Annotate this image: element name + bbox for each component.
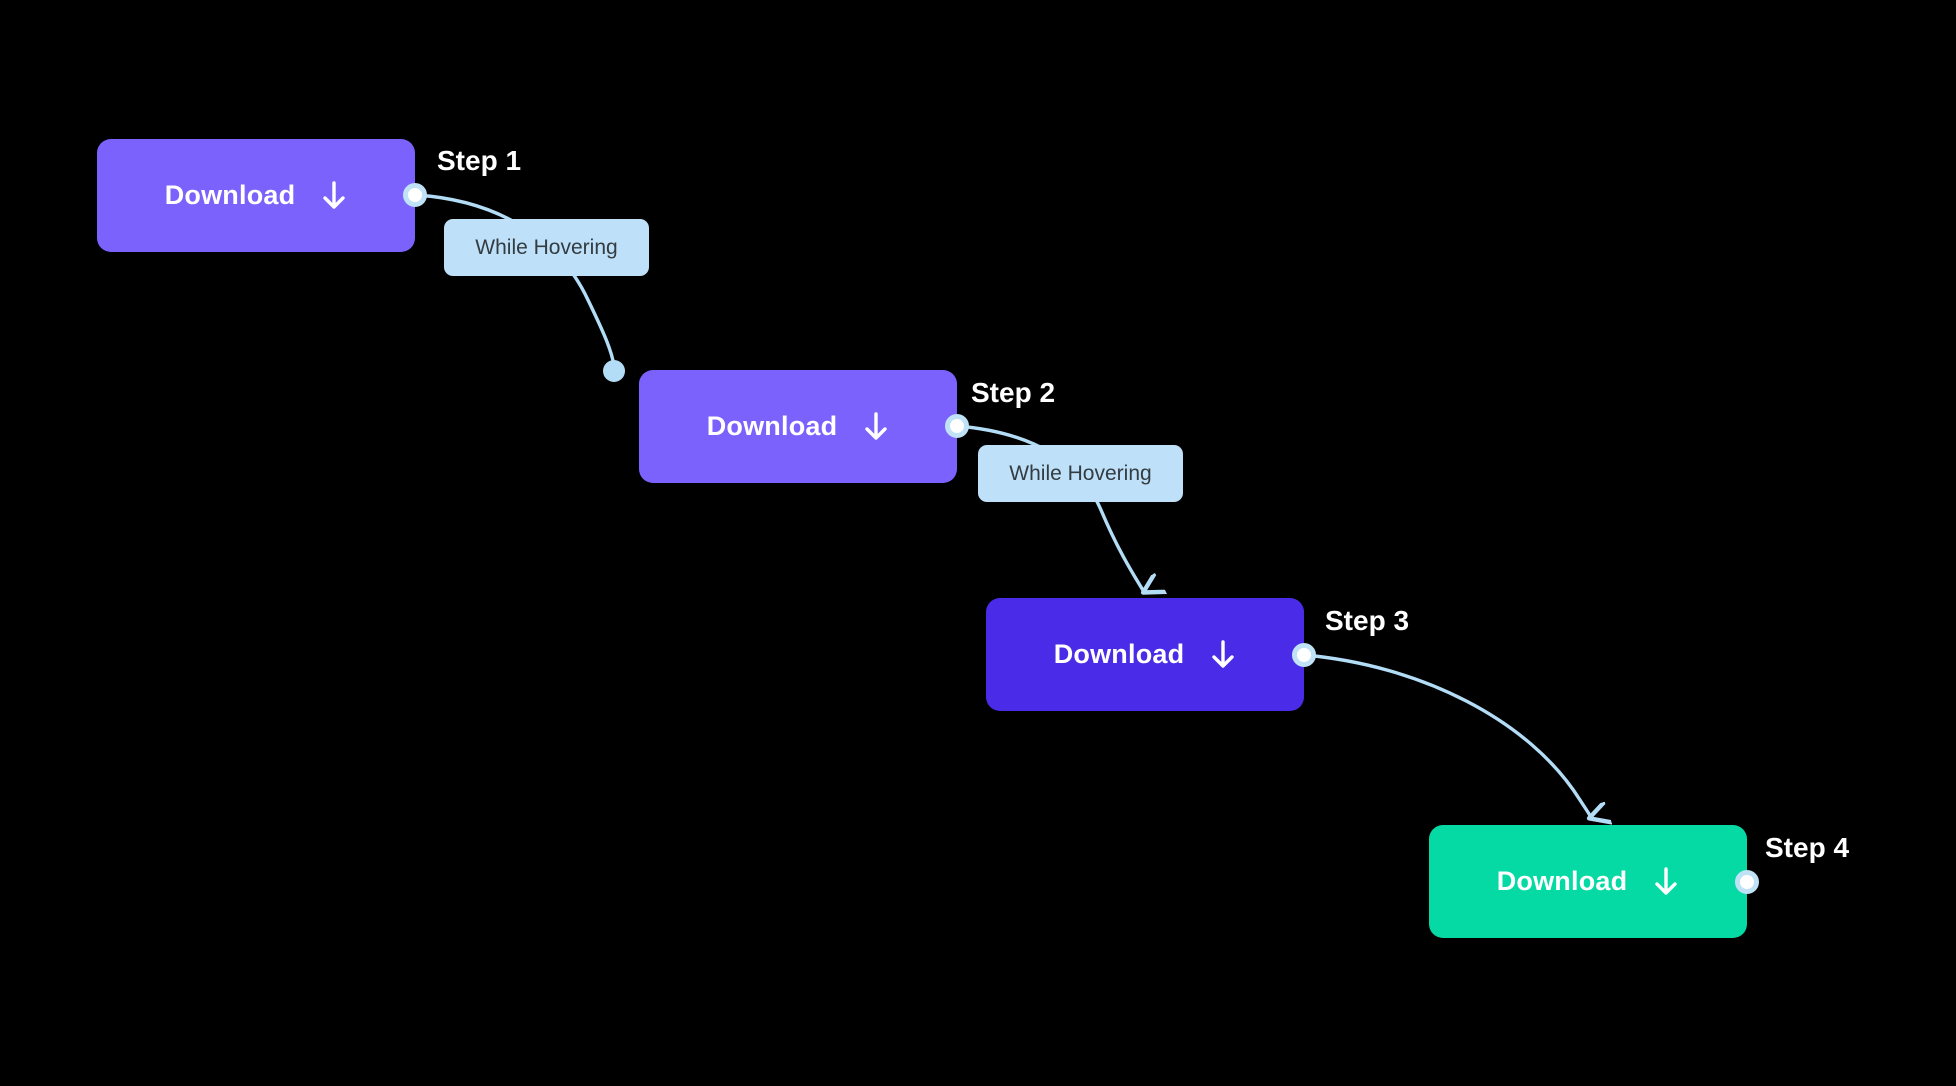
download-arrow-icon: [1653, 866, 1679, 897]
anchor-dot-step-3[interactable]: [1292, 643, 1316, 667]
anchor-dot-step-2[interactable]: [945, 414, 969, 438]
hover-chip-step-1: While Hovering: [444, 219, 649, 276]
download-arrow-icon: [1210, 639, 1236, 670]
connector-step3-to-step4: [1302, 653, 1590, 818]
download-button-label: Download: [1053, 639, 1185, 669]
download-button-step-2[interactable]: Download: [639, 370, 957, 483]
download-button-step-1[interactable]: Download: [97, 139, 415, 252]
download-button-step-3[interactable]: Download: [986, 598, 1304, 711]
anchor-dot-step-1[interactable]: [403, 183, 427, 207]
anchor-dot-step-4[interactable]: [1735, 870, 1759, 894]
download-button-label: Download: [1496, 866, 1628, 896]
download-button-label: Download: [706, 411, 838, 441]
hover-chip-step-2: While Hovering: [978, 445, 1183, 502]
download-arrow-icon: [321, 180, 347, 211]
download-button-label: Download: [164, 180, 296, 210]
step-tag-2: Step 2: [971, 377, 1056, 408]
download-button-step-4[interactable]: Download: [1429, 825, 1747, 938]
step-tag-4: Step 4: [1765, 832, 1850, 863]
connector-end-dot-step-1: [603, 360, 625, 382]
download-arrow-icon: [863, 411, 889, 442]
step-tag-1: Step 1: [437, 145, 522, 176]
step-tag-3: Step 3: [1325, 605, 1410, 636]
